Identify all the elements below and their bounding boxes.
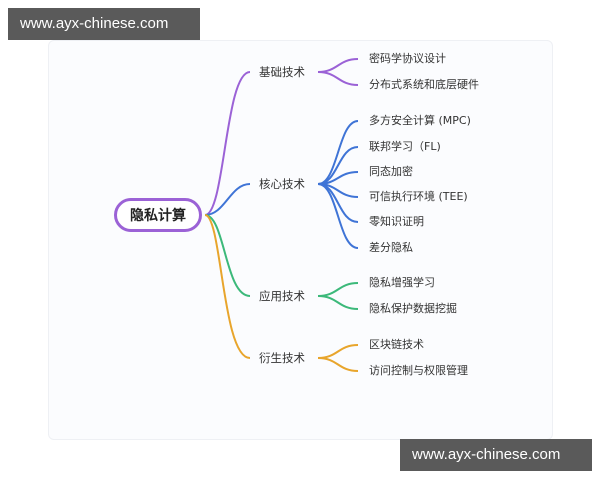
mindmap-canvas [48, 40, 553, 440]
leaf-node[interactable]: 零知识证明 [369, 215, 424, 228]
leaf-node[interactable]: 多方安全计算 (MPC) [369, 114, 471, 127]
leaf-node[interactable]: 差分隐私 [369, 241, 413, 254]
watermark-bottom: www.ayx-chinese.com [400, 439, 592, 471]
branch-node-foundation[interactable]: 基础技术 [259, 65, 305, 79]
leaf-node[interactable]: 访问控制与权限管理 [369, 364, 468, 377]
leaf-node[interactable]: 同态加密 [369, 165, 413, 178]
root-label: 隐私计算 [130, 208, 186, 224]
watermark-top: www.ayx-chinese.com [8, 8, 200, 40]
leaf-node[interactable]: 隐私保护数据挖掘 [369, 302, 457, 315]
leaf-node[interactable]: 联邦学习（FL) [369, 140, 441, 153]
branch-node-core[interactable]: 核心技术 [259, 177, 305, 191]
branch-node-application[interactable]: 应用技术 [259, 289, 305, 303]
leaf-node[interactable]: 区块链技术 [369, 338, 424, 351]
leaf-node[interactable]: 隐私增强学习 [369, 276, 435, 289]
leaf-node[interactable]: 密码学协议设计 [369, 52, 446, 65]
leaf-node[interactable]: 分布式系统和底层硬件 [369, 78, 479, 91]
root-node[interactable]: 隐私计算 [114, 198, 202, 232]
leaf-node[interactable]: 可信执行环境 (TEE) [369, 190, 468, 203]
branch-node-derived[interactable]: 衍生技术 [259, 351, 305, 365]
